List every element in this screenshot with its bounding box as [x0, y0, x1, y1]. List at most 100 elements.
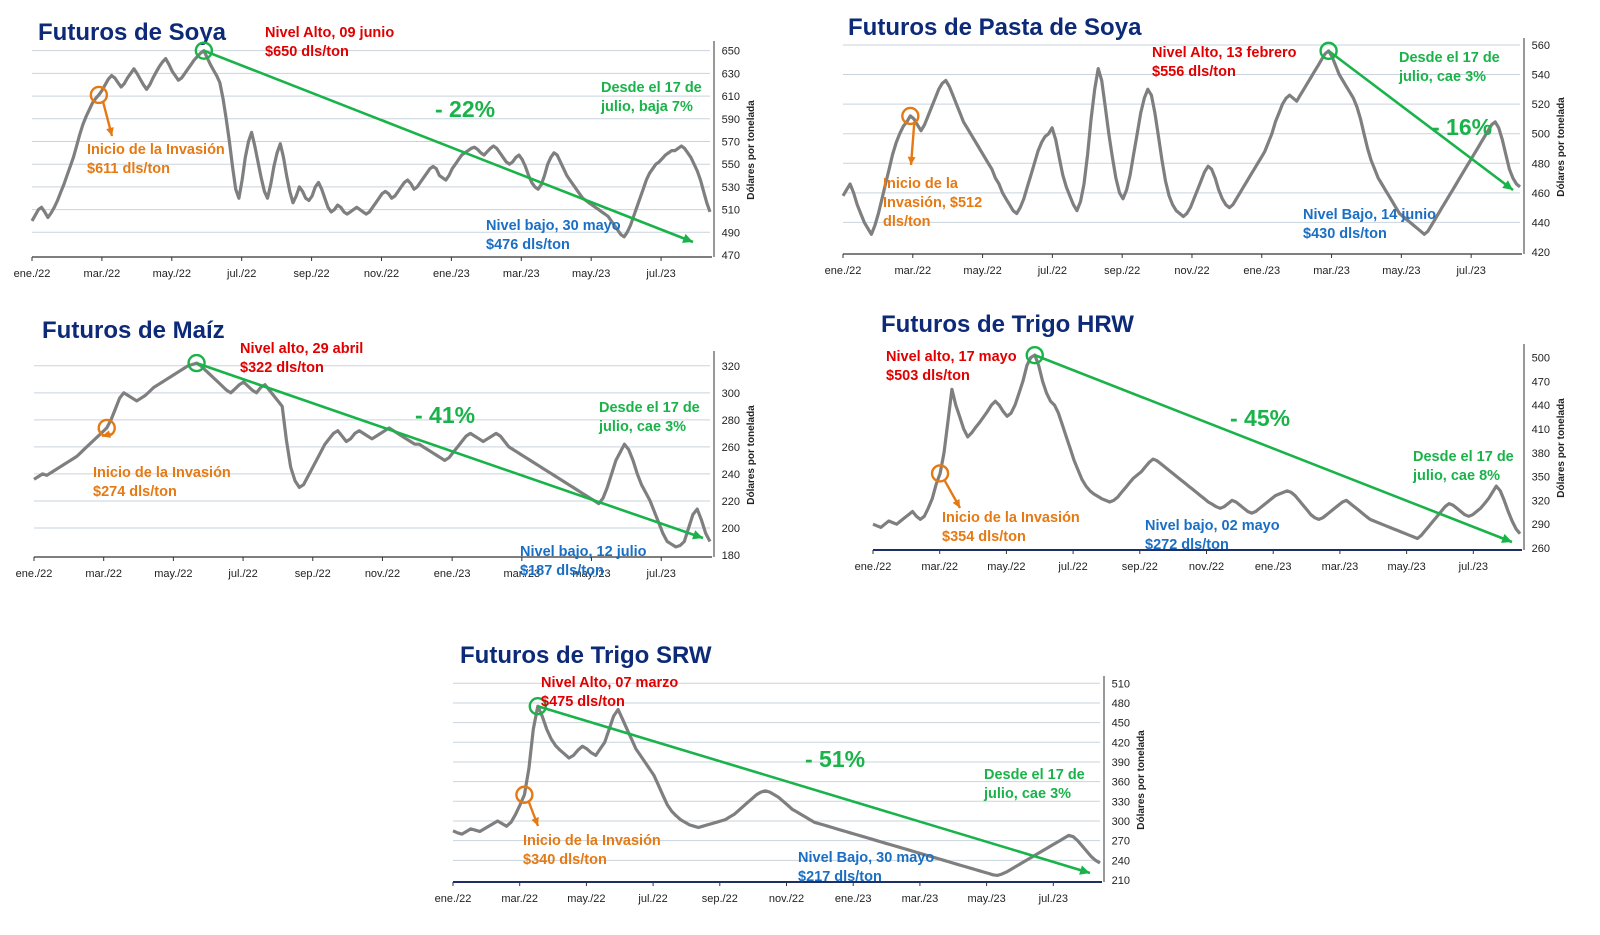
x-tick-label: may./23: [572, 268, 610, 280]
y-tick-label: 540: [1532, 70, 1550, 82]
trend-arrow-head: [692, 530, 703, 540]
invasion-annotation-line-1: Inicio de la Invasión: [523, 833, 661, 849]
y-tick-label: 510: [1112, 678, 1130, 690]
invasion-marker-circle: [515, 785, 534, 804]
low-annotation-line-1: Nivel bajo, 02 mayo: [1145, 518, 1280, 534]
x-tick-label: may./23: [572, 568, 610, 580]
x-tick-label: jul./22: [227, 568, 257, 580]
y-tick-label: 330: [1112, 796, 1130, 808]
high-marker-circle: [187, 353, 206, 373]
invasion-marker-circle: [901, 106, 920, 126]
x-tick-label: may./23: [1387, 561, 1425, 573]
high-marker-circle: [1025, 345, 1044, 365]
trend-arrow-head: [1501, 533, 1512, 543]
y-axis-title: Dólares por tonelada: [1136, 730, 1147, 830]
y-tick-label: 260: [722, 442, 740, 454]
y-tick-label: 320: [722, 361, 740, 373]
x-tick-label: jul./23: [1455, 265, 1485, 277]
y-tick-label: 180: [722, 550, 740, 562]
low-annotation-line-1: Nivel Bajo, 14 junio: [1303, 207, 1436, 223]
percent-change-label: - 45%: [1230, 405, 1290, 431]
y-axis-title: Dólares por tonelada: [746, 100, 757, 200]
x-tick-label: may./22: [153, 268, 191, 280]
y-tick-label: 440: [1532, 400, 1550, 412]
chart-title: Futuros de Trigo HRW: [881, 311, 1134, 338]
y-tick-label: 260: [1532, 543, 1550, 555]
high-annotation-line-1: Nivel alto, 17 mayo: [886, 349, 1017, 365]
y-tick-label: 470: [722, 250, 740, 262]
y-tick-label: 550: [722, 159, 740, 171]
x-tick-label: ene./23: [1255, 561, 1292, 573]
y-tick-label: 240: [1112, 855, 1130, 867]
y-tick-label: 630: [722, 68, 740, 80]
invasion-annotation-line-2: $340 dls/ton: [523, 852, 607, 868]
trend-arrow-head: [1502, 180, 1513, 190]
invasion-annotation-line-2: $611 dls/ton: [87, 161, 170, 177]
invasion-annotation-line-2: $354 dls/ton: [942, 529, 1026, 545]
x-tick-label: ene./23: [434, 568, 471, 580]
high-annotation-line-2: $556 dls/ton: [1152, 64, 1236, 80]
y-tick-label: 270: [1112, 836, 1130, 848]
invasion-annotation-line-2: Invasión, $512: [883, 195, 982, 211]
y-axis-title: Dólares por tonelada: [1556, 398, 1567, 498]
trend-arrow-line: [1327, 49, 1514, 192]
y-tick-label: 440: [1532, 217, 1550, 229]
y-tick-label: 510: [722, 205, 740, 217]
y-tick-label: 500: [1532, 353, 1550, 365]
invasion-annotation-line-2: $274 dls/ton: [93, 484, 177, 500]
y-tick-label: 220: [722, 496, 740, 508]
since-annotation-line-1: Desde el 17 de: [601, 80, 702, 96]
high-annotation-line-1: Nivel Alto, 07 marzo: [541, 675, 678, 691]
trend-arrow-head: [682, 233, 693, 243]
y-tick-label: 560: [1532, 40, 1550, 52]
y-tick-label: 480: [1532, 158, 1550, 170]
x-tick-label: sep./22: [295, 568, 331, 580]
x-tick-label: ene./23: [433, 268, 470, 280]
high-marker-circle: [528, 697, 547, 716]
chart-title: Futuros de Pasta de Soya: [848, 14, 1142, 41]
since-annotation-line-1: Desde el 17 de: [599, 400, 700, 416]
since-annotation-line-1: Desde el 17 de: [1413, 449, 1514, 465]
x-tick-label: mar./22: [501, 893, 538, 905]
chart-title: Futuros de Trigo SRW: [460, 642, 712, 669]
x-tick-label: may./22: [567, 893, 605, 905]
chart-title: Futuros de Soya: [38, 19, 227, 46]
y-tick-label: 460: [1532, 188, 1550, 200]
high-annotation-line-2: $503 dls/ton: [886, 368, 970, 384]
invasion-arrow-head: [907, 156, 916, 165]
y-tick-label: 480: [1112, 698, 1130, 710]
chart-panel-1: Futuros de Soya4704905105305505705906106…: [14, 19, 757, 280]
since-annotation-line-2: julio, baja 7%: [600, 99, 693, 115]
price-series-line: [872, 353, 1522, 541]
x-tick-label: mar./23: [503, 568, 540, 580]
invasion-annotation-line-1: Inicio de la Invasión: [942, 510, 1080, 526]
high-marker-circle: [194, 41, 214, 60]
y-tick-label: 320: [1532, 495, 1550, 507]
x-tick-label: ene./22: [16, 568, 53, 580]
y-tick-label: 300: [1112, 816, 1130, 828]
x-tick-label: sep./22: [1122, 561, 1158, 573]
y-tick-label: 420: [1532, 247, 1550, 259]
y-tick-label: 300: [722, 388, 740, 400]
percent-change-label: - 41%: [415, 402, 475, 428]
y-tick-label: 350: [1532, 472, 1550, 484]
since-annotation-line-1: Desde el 17 de: [1399, 50, 1500, 66]
x-tick-label: nov./22: [1189, 561, 1224, 573]
since-annotation-line-2: julio, cae 3%: [1398, 69, 1486, 85]
low-annotation-line-2: $272 dls/ton: [1145, 537, 1229, 553]
since-annotation-line-2: julio, cae 3%: [598, 419, 686, 435]
y-tick-label: 380: [1532, 448, 1550, 460]
x-tick-label: nov./22: [365, 568, 400, 580]
low-annotation-line-1: Nivel Bajo, 30 mayo: [798, 850, 934, 866]
invasion-marker-circle: [89, 85, 109, 105]
x-tick-label: ene./22: [825, 265, 862, 277]
x-tick-label: ene./22: [855, 561, 892, 573]
x-tick-label: nov./22: [769, 893, 804, 905]
x-tick-label: jul./22: [637, 893, 667, 905]
low-annotation-line-2: $217 dls/ton: [798, 869, 882, 885]
y-tick-label: 530: [722, 182, 740, 194]
y-tick-label: 520: [1532, 99, 1550, 111]
invasion-annotation-line-1: Inicio de la Invasión: [87, 142, 225, 158]
y-tick-label: 490: [722, 227, 740, 239]
y-tick-label: 470: [1532, 376, 1550, 388]
